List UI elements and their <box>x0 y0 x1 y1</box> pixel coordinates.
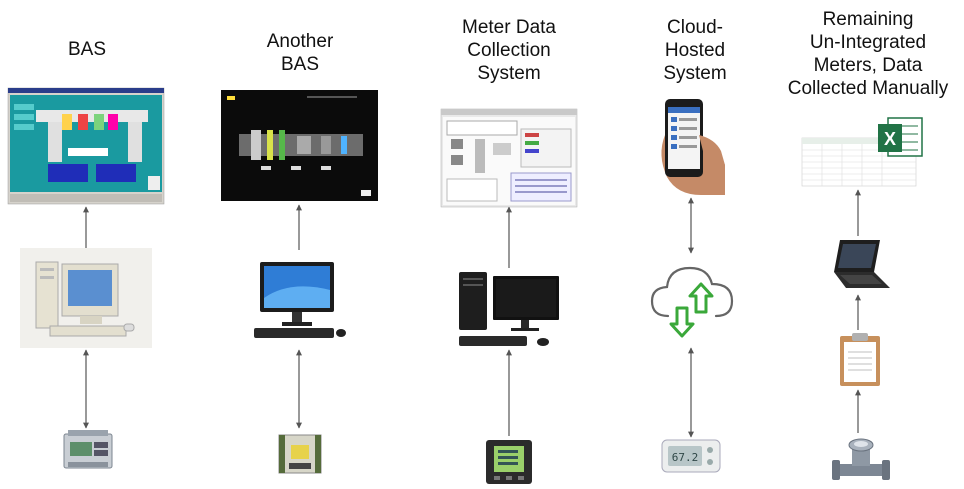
title-line: Meters, Data <box>813 55 923 76</box>
title-line: BAS <box>280 54 320 75</box>
smartphone-image <box>661 99 725 195</box>
laptop-image <box>834 240 890 288</box>
another-bas-controller-image <box>278 434 322 474</box>
meter-data-screen-image <box>440 108 578 208</box>
title-line: Another <box>266 31 334 52</box>
title-line: System <box>477 63 541 84</box>
title-line: Collected Manually <box>787 78 949 99</box>
title-line: System <box>663 63 727 84</box>
cloud-sync-icon <box>650 266 734 338</box>
excel-x-icon: X <box>884 129 896 149</box>
column-title-bas: BAS <box>47 38 127 61</box>
water-meter-image <box>832 438 890 480</box>
column-title-another-bas: Another BAS <box>245 30 355 76</box>
column-title-cloud-hosted: Cloud- Hosted System <box>640 16 750 85</box>
thermostat-image: 67.2 <box>661 439 721 473</box>
another-bas-screen-image <box>221 90 378 201</box>
title-line: Hosted <box>664 40 726 61</box>
column-title-un-integrated-meters: Remaining Un-Integrated Meters, Data Col… <box>775 8 961 100</box>
title-line: Remaining <box>822 9 914 30</box>
another-bas-computer-image <box>254 262 346 338</box>
bas-screen-image <box>7 87 165 205</box>
bas-workstation-image <box>20 248 152 348</box>
title-line: Un-Integrated <box>809 32 927 53</box>
title-line: BAS <box>67 39 107 60</box>
title-line: Cloud- <box>667 17 723 38</box>
meter-data-computer-image <box>459 272 559 346</box>
title-line: Meter Data <box>462 17 556 38</box>
bas-controller-image <box>63 430 113 469</box>
column-title-meter-data-collection: Meter Data Collection System <box>441 16 577 85</box>
power-meter-image <box>486 440 532 484</box>
title-line: Collection <box>467 40 551 61</box>
thermostat-reading: 67.2 <box>672 451 699 464</box>
excel-spreadsheet-image: X <box>801 117 923 187</box>
clipboard-image <box>840 333 880 386</box>
